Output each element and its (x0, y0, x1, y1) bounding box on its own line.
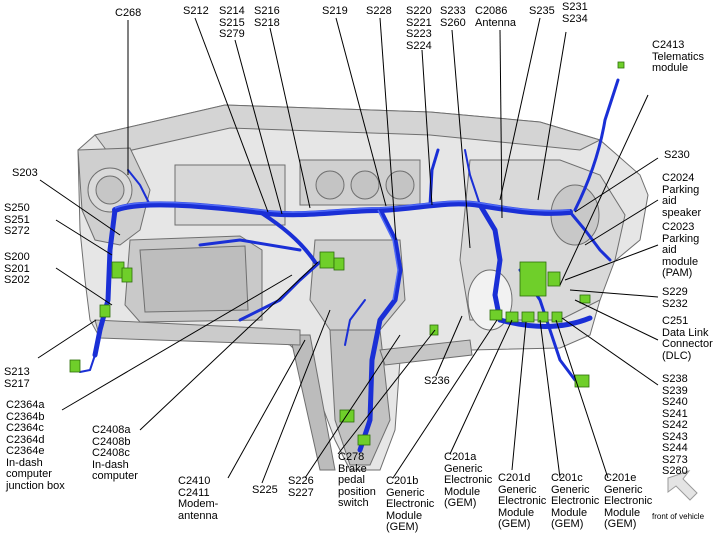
label-c2086: C2086 Antenna (475, 5, 516, 29)
label-c2413: C2413 Telematics module (652, 39, 704, 74)
label-c201a: C201a Generic Electronic Module (GEM) (444, 451, 493, 509)
instrument-panel-structure (77, 104, 649, 471)
label-c251: C251 Data Link Connector (DLC) (662, 315, 713, 362)
label-front-of-vehicle: front of vehicle (652, 512, 705, 521)
label-s212: S212 (183, 5, 209, 17)
label-c2024: C2024 Parking aid speaker (662, 172, 702, 219)
label-c201e: C201e Generic Electronic Module (GEM) (604, 472, 653, 530)
label-c2364: C2364a C2364b C2364c C2364d C2364e In-da… (6, 399, 65, 492)
label-s250: S250 S251 S272 (4, 202, 30, 237)
label-s203: S203 (12, 167, 38, 179)
leader-lines (37, 17, 659, 484)
label-s228: S228 (366, 5, 392, 17)
label-c2023: C2023 Parking aid module (PAM) (662, 221, 700, 279)
label-s225: S225 (252, 484, 278, 496)
label-s219: S219 (322, 5, 348, 17)
label-s231: S231 S234 (562, 1, 588, 25)
label-s229: S229 S232 (662, 286, 688, 310)
label-s226: S226 S227 (288, 475, 314, 499)
label-c201c: C201c Generic Electronic Module (GEM) (551, 472, 600, 530)
wiring-harness-highlight (114, 200, 571, 301)
label-c2408: C2408a C2408b C2408c In-dash computer (92, 424, 138, 482)
label-c268: C268 (115, 7, 142, 19)
label-s236: S236 (424, 375, 450, 387)
front-of-vehicle-arrow (667, 470, 698, 501)
label-c278: C278 Brake pedal position switch (338, 451, 376, 509)
label-s220: S220 S221 S223 S224 (406, 5, 432, 52)
label-s216: S216 S218 (254, 5, 280, 29)
label-c2410: C2410 C2411 Modem- antenna (178, 475, 219, 522)
label-s233: S233 S260 (440, 5, 466, 29)
label-s214: S214 S215 S279 (219, 5, 245, 40)
label-s213: S213 S217 (4, 366, 30, 390)
label-s200: S200 S201 S202 (4, 251, 30, 286)
connectors (69, 61, 625, 446)
label-s230: S230 (664, 149, 690, 161)
label-c201d: C201d Generic Electronic Module (GEM) (498, 472, 547, 530)
label-s235: S235 (529, 5, 555, 17)
label-s238: S238 S239 S240 S241 S242 S243 S244 S273 … (662, 373, 688, 477)
label-c201b: C201b Generic Electronic Module (GEM) (386, 475, 435, 533)
